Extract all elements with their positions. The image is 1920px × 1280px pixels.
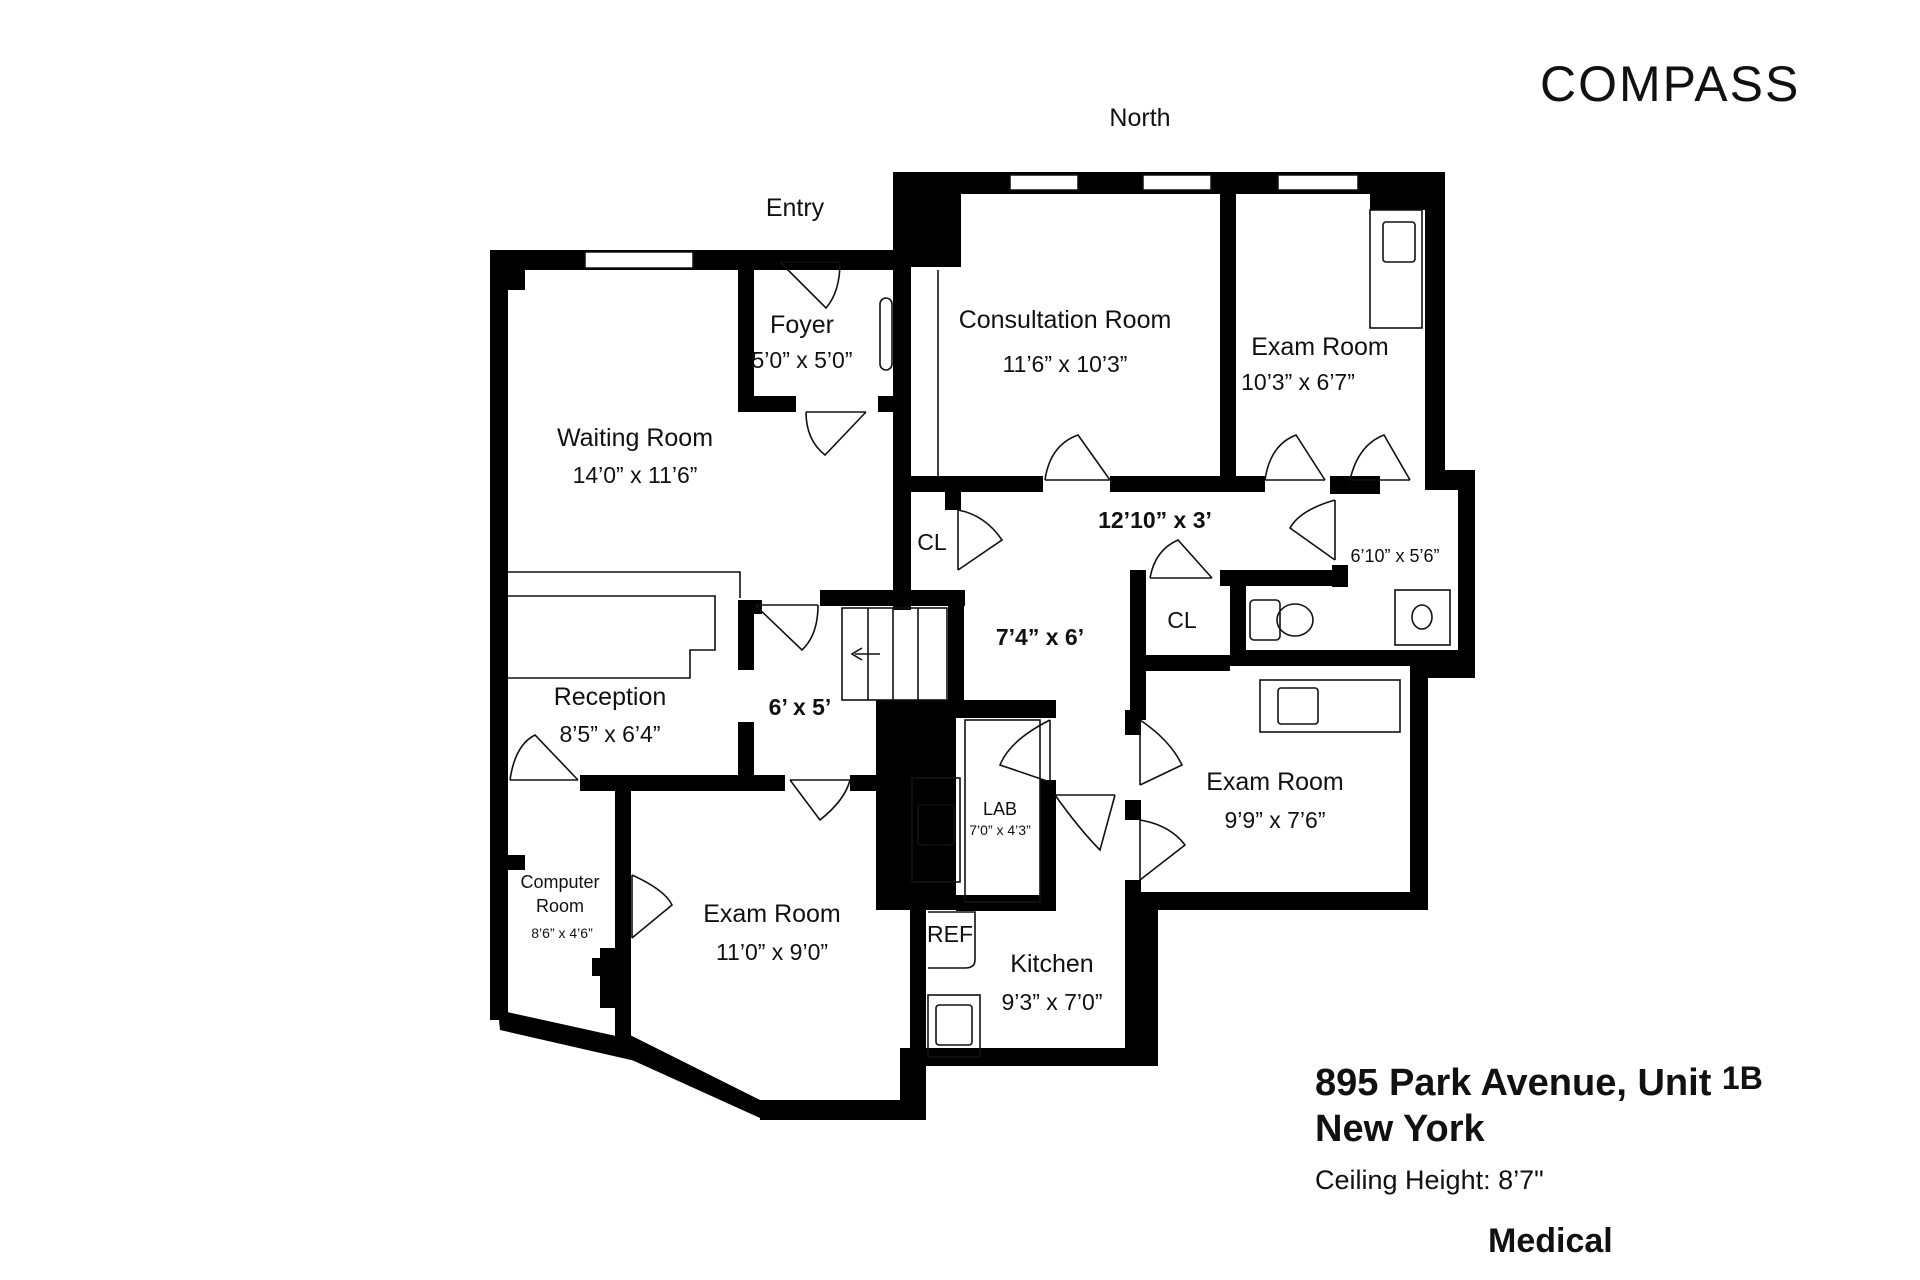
cl-left-label: CL xyxy=(917,529,947,555)
usage-label: Medical xyxy=(1488,1222,1613,1260)
compass-logo: COMPASS xyxy=(1540,56,1801,112)
kitchen-name: Kitchen xyxy=(1010,950,1093,978)
exam-ne-name: Exam Room xyxy=(1251,333,1389,361)
kitchen-dim: 9’3” x 7’0” xyxy=(1002,989,1103,1015)
hall-upper-dim: 12’10” x 3’ xyxy=(1098,507,1212,533)
vestibule-dim: 6’ x 5’ xyxy=(769,694,832,720)
reception-dim: 8’5” x 6’4” xyxy=(560,721,661,747)
entry-label: Entry xyxy=(766,194,825,222)
consultation-name: Consultation Room xyxy=(959,306,1172,334)
reception-name: Reception xyxy=(554,683,667,711)
computer-name-2: Room xyxy=(536,896,584,916)
hall-mid-dim: 7’4” x 6’ xyxy=(996,624,1084,650)
waiting-name: Waiting Room xyxy=(557,424,713,452)
ceiling-height: Ceiling Height: 8’7" xyxy=(1315,1165,1544,1196)
ceiling-value: 8’7" xyxy=(1498,1165,1544,1195)
ref-label: REF xyxy=(927,921,973,947)
lab-name: LAB xyxy=(983,799,1017,819)
computer-name-1: Computer xyxy=(520,872,599,892)
waiting-dim: 14’0” x 11’6” xyxy=(573,462,698,488)
fixtures xyxy=(508,209,1451,1058)
address-line-2: New York xyxy=(1315,1108,1485,1150)
address-street: 895 Park Avenue, Unit xyxy=(1315,1062,1712,1104)
address-line-1: 895 Park Avenue, Unit 1B xyxy=(1315,1060,1763,1105)
exam-e-name: Exam Room xyxy=(1206,768,1344,796)
address-unit: 1B xyxy=(1721,1060,1763,1096)
exam-e-dim: 9’9” x 7’6” xyxy=(1225,807,1326,833)
foyer-dim: 5’0” x 5’0” xyxy=(752,347,853,373)
computer-dim: 8’6” x 4’6” xyxy=(531,925,593,941)
north-label: North xyxy=(1109,104,1170,132)
cl-right-label: CL xyxy=(1167,607,1197,633)
foyer-name: Foyer xyxy=(770,311,834,339)
exam-sw-name: Exam Room xyxy=(703,900,841,928)
bath-dim: 6’10” x 5’6” xyxy=(1350,546,1439,566)
exam-ne-dim: 10’3” x 6’7” xyxy=(1241,369,1355,395)
exam-sw-dim: 11’0” x 9’0” xyxy=(716,939,828,965)
consultation-dim: 11’6” x 10’3” xyxy=(1003,351,1128,377)
lab-dim: 7’0” x 4’3” xyxy=(969,822,1031,838)
ceiling-label: Ceiling Height: xyxy=(1315,1165,1491,1195)
labels: North Entry Foyer 5’0” x 5’0” Consultati… xyxy=(520,104,1439,1015)
windows xyxy=(584,174,1359,269)
doors xyxy=(509,261,1411,939)
